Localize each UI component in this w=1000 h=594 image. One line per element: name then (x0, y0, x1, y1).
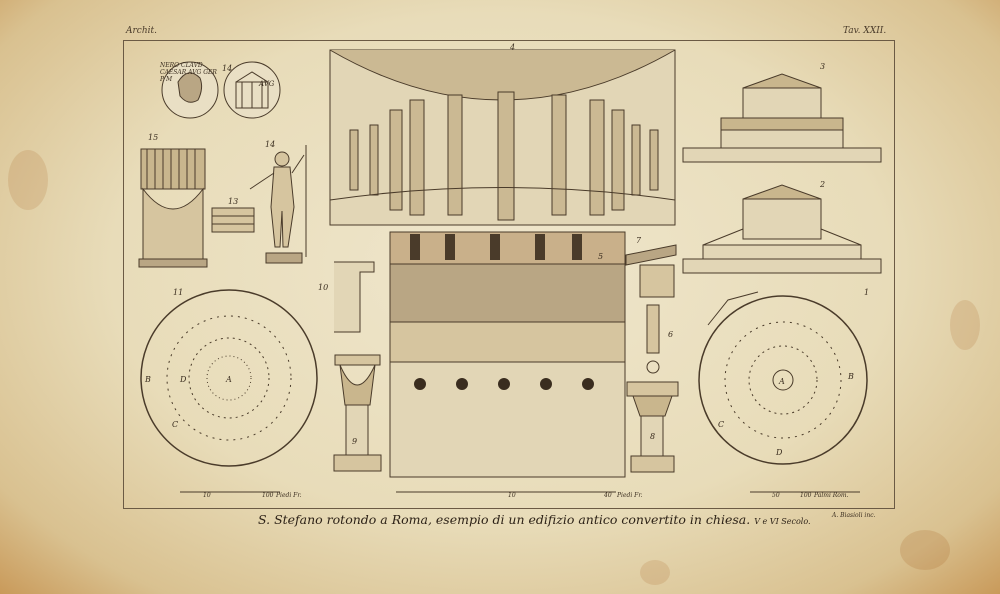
foxing-stain (950, 300, 980, 350)
scale-bar-left (180, 491, 280, 493)
scale-right-b: 100 (800, 492, 812, 499)
caption-main: S. Stefano rotondo a Roma, esempio di un… (258, 512, 751, 527)
fig-number-10: 10 (318, 283, 329, 292)
fig-number-9: 9 (352, 437, 358, 446)
plan-left-A: A (226, 375, 232, 384)
scale-right-unit: Palmi Rom. (814, 492, 849, 499)
altar-steps-figure (211, 207, 255, 233)
fig-number-7: 7 (636, 236, 642, 245)
plan-right-B: B (848, 372, 854, 381)
caption-century: V e VI Secolo. (754, 517, 811, 526)
fig-number-15: 15 (148, 133, 159, 142)
section-elevation (682, 184, 882, 274)
foxing-stain (8, 150, 48, 210)
scale-center-a: 10 (508, 492, 516, 499)
fig-number-6: 6 (668, 330, 674, 339)
foxing-stain (640, 560, 670, 585)
scale-right-a: 50 (772, 492, 780, 499)
scale-left-a: 10 (203, 492, 211, 499)
fig-number-2: 2 (820, 180, 826, 189)
coin-figure (161, 61, 281, 119)
plan-right-A: A (779, 377, 785, 386)
scale-bar-center (396, 491, 616, 493)
plan-left-C: C (172, 420, 179, 429)
foxing-stain (900, 530, 950, 570)
floor-plan-right (698, 291, 868, 465)
header-right: Tav. XXII. (843, 26, 887, 36)
plan-left-D: D (180, 375, 187, 384)
plan-left-B: B (145, 375, 151, 384)
header-left: Archit. (126, 26, 157, 36)
fig-number-13: 13 (228, 197, 239, 206)
coin-legend: NERO CLAVD CAESAR AVG GER P M (160, 62, 217, 83)
spiral-detail (646, 304, 660, 374)
fig-number-5: 5 (598, 252, 604, 261)
plan-right-D: D (776, 448, 783, 457)
scale-left-b: 100 (262, 492, 274, 499)
floor-plan-left (140, 289, 318, 467)
interior-colonnade-view (329, 49, 676, 226)
exterior-elevation (682, 73, 882, 163)
plan-right-C: C (718, 420, 725, 429)
fig-number-4: 4 (510, 43, 516, 52)
fig-number-8: 8 (650, 432, 656, 441)
engraver-credit: A. Biasioli inc. (832, 512, 876, 519)
fig-number-3: 3 (820, 62, 826, 71)
plate-border (123, 40, 895, 509)
draped-statue-figure (138, 148, 208, 268)
fig-number-11: 11 (173, 288, 184, 297)
corinthian-capital (333, 354, 382, 472)
cornice-profile (334, 261, 375, 333)
scale-center-unit: Piedi Fr. (617, 492, 643, 499)
coin-reverse-text: AVG (259, 80, 275, 88)
fig-number-12: 14 (222, 64, 233, 73)
ionic-capital (626, 381, 679, 473)
scale-center-b: 40 (604, 492, 612, 499)
fig-number-14: 14 (265, 140, 276, 149)
plate-caption: S. Stefano rotondo a Roma, esempio di un… (258, 512, 811, 527)
scale-left-unit: Piedi Fr. (276, 492, 302, 499)
roof-tile-detail (625, 244, 677, 298)
fig-number-1: 1 (864, 288, 870, 297)
neptune-statue-figure (249, 145, 307, 264)
wall-elevation (389, 231, 626, 478)
scale-bar-right (750, 491, 860, 493)
